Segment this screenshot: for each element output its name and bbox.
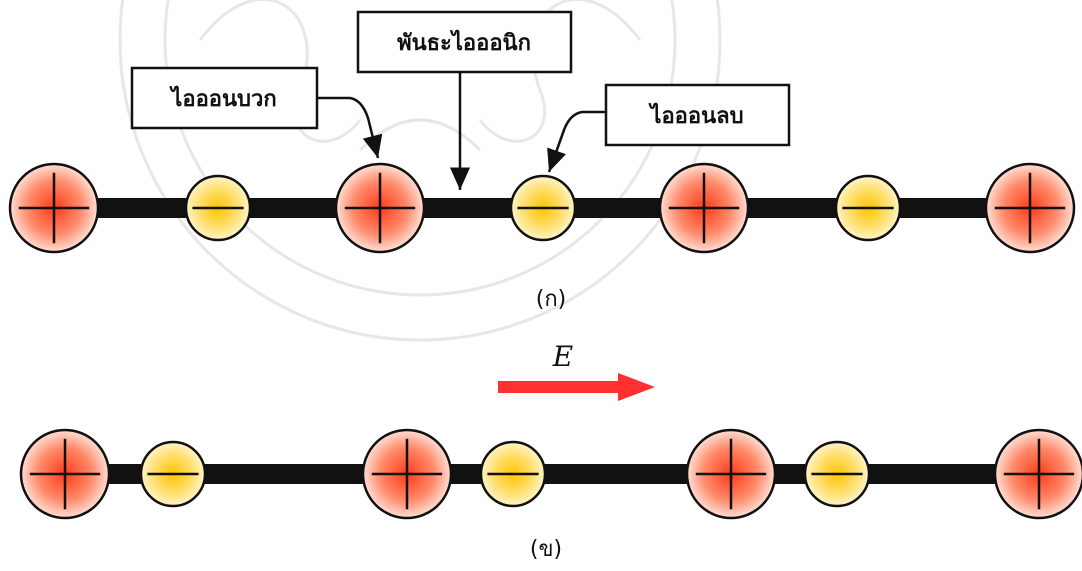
label-negative-ion: ไอออนลบ [547,83,791,173]
negative-ion [139,440,207,508]
negative-ion [509,174,577,242]
positive-ion [993,428,1082,520]
label-ionic-bond-text: พันธะไอออนิก [397,29,531,56]
electric-field-arrow: E [498,340,655,401]
negative-ion [834,174,902,242]
label-ionic-bond: พันธะไอออนิก [356,10,573,190]
chain-b [19,428,1082,520]
field-symbol: E [552,340,573,373]
positive-ion [685,428,777,520]
positive-ion [8,162,100,254]
positive-ion [658,162,750,254]
positive-ion [361,428,453,520]
negative-ion [184,174,252,242]
label-positive-ion-text: ไอออนบวก [169,85,276,112]
positive-ion [19,428,111,520]
label-negative-ion-text: ไอออนลบ [648,102,743,129]
negative-ion [479,440,547,508]
negative-ion [803,440,871,508]
positive-ion [984,162,1076,254]
positive-ion [334,162,426,254]
chain-a [8,162,1076,254]
caption-a: (ก) [536,287,567,312]
caption-b: (ข) [530,537,562,562]
label-positive-ion: ไอออนบวก [130,66,383,159]
